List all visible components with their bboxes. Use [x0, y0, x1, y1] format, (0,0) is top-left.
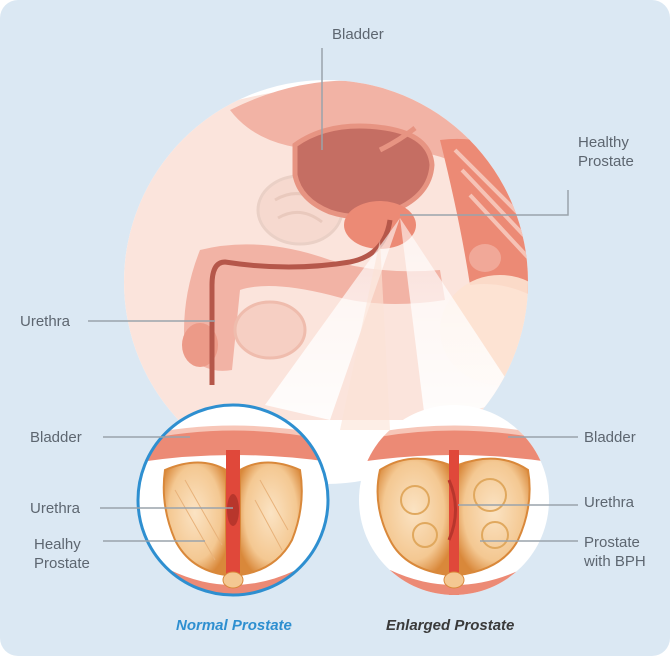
label-normal-bladder: Bladder — [30, 429, 82, 446]
zoom-beam-right — [400, 218, 520, 420]
bladder-shape — [292, 123, 435, 220]
label-enlarged-prostate-line2: with BPH — [584, 553, 646, 570]
normal-prostate-inset — [136, 403, 330, 597]
healthy-prostate-shape — [344, 201, 416, 249]
caption-enlarged-prostate: Enlarged Prostate — [386, 617, 515, 634]
testis-shape — [233, 300, 307, 360]
label-normal-prostate-line1: Healhy — [34, 536, 81, 553]
label-normal-urethra: Urethra — [30, 500, 81, 517]
normal-inset-ring — [136, 403, 330, 597]
label-enlarged-prostate-line1: Prostate — [584, 534, 640, 551]
zoom-beam-left — [265, 218, 400, 420]
leader-healthy-prostate — [400, 190, 569, 216]
label-enlarged-bladder: Bladder — [584, 429, 636, 446]
label-normal-prostate-line2: Prostate — [34, 555, 90, 572]
caption-normal-prostate: Normal Prostate — [176, 617, 292, 634]
main-anatomy-circle — [124, 80, 528, 484]
label-enlarged-urethra: Urethra — [584, 494, 635, 511]
label-bladder: Bladder — [332, 26, 384, 43]
label-healthy-prostate-line1: Healthy — [578, 134, 629, 151]
label-healthy-prostate-line2: Prostate — [578, 153, 634, 170]
urethra-path — [209, 219, 393, 385]
enlarged-prostate-inset — [359, 405, 549, 595]
label-urethra: Urethra — [20, 313, 71, 330]
